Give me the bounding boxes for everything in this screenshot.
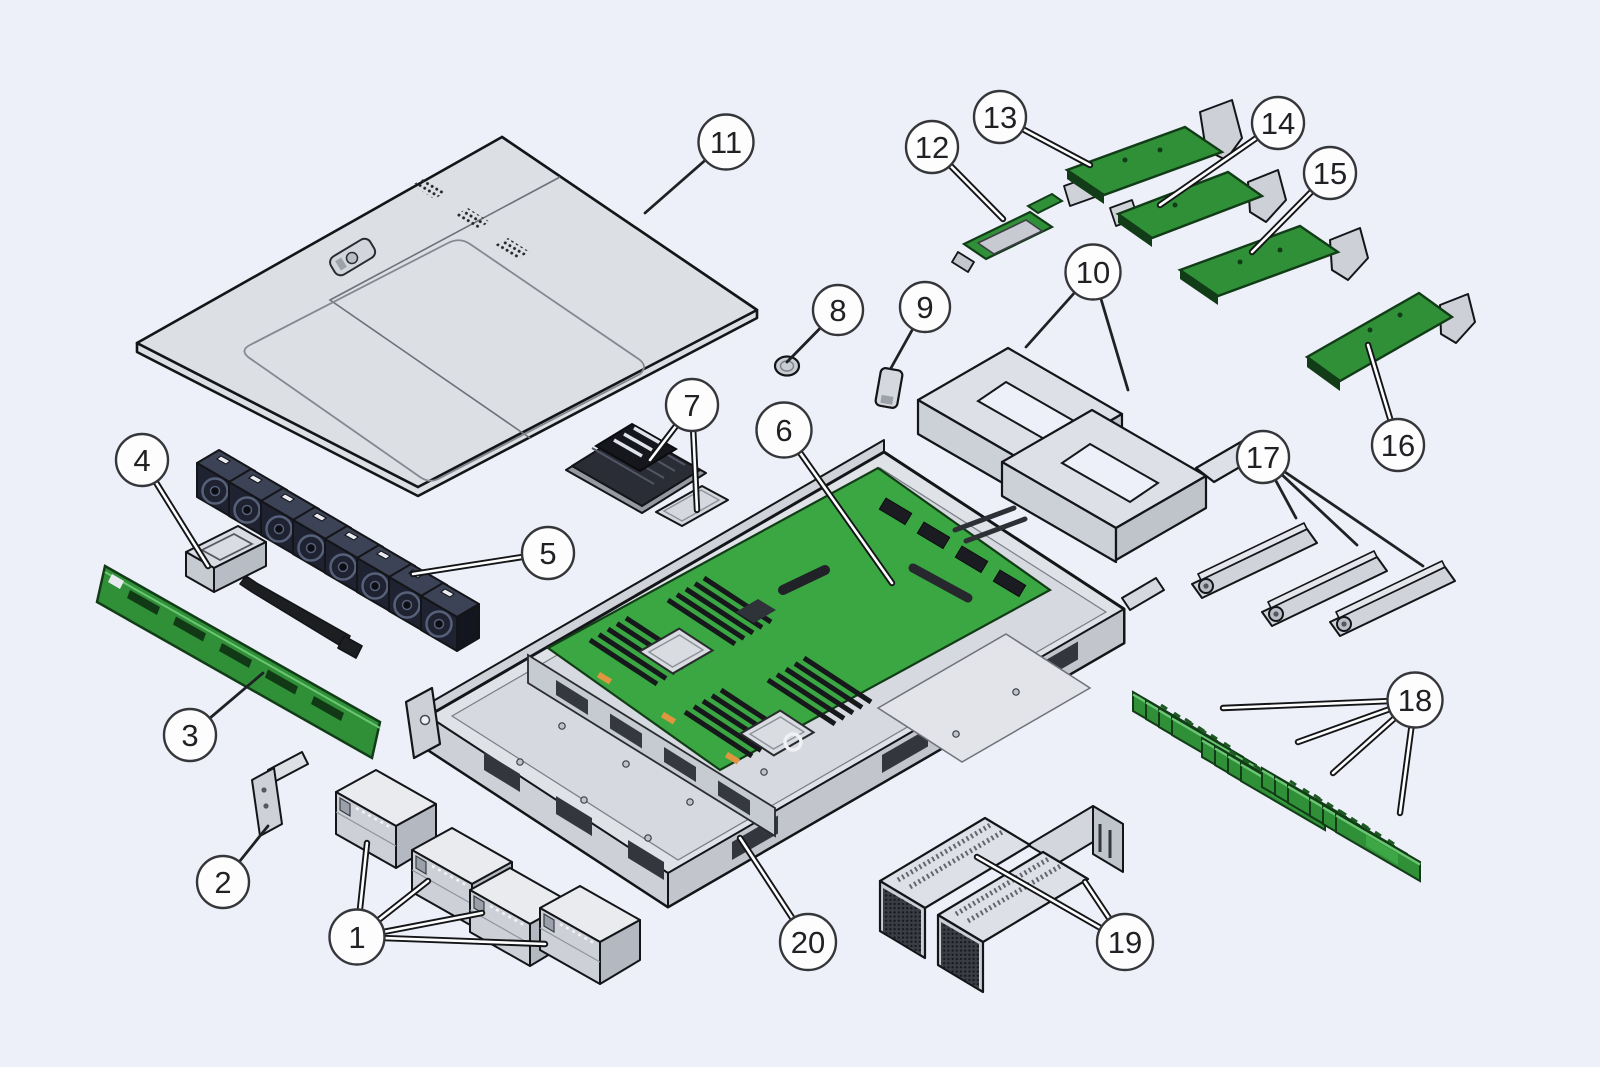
callout-4: 4 bbox=[114, 432, 170, 488]
callout-3-number: 3 bbox=[181, 718, 198, 753]
callout-18-number: 18 bbox=[1398, 683, 1432, 718]
callout-6: 6 bbox=[755, 401, 813, 459]
callout-14: 14 bbox=[1250, 95, 1306, 151]
cover-vents bbox=[412, 178, 530, 259]
dimm-modules bbox=[1131, 690, 1422, 883]
callout-20-number: 20 bbox=[791, 925, 825, 960]
processor bbox=[655, 485, 729, 527]
callout-12-number: 12 bbox=[915, 130, 949, 165]
callout-12: 12 bbox=[904, 119, 960, 175]
motherboard bbox=[545, 466, 1053, 772]
heatsink bbox=[565, 422, 707, 514]
callout-1: 1 bbox=[328, 908, 386, 966]
pcie-card-13 bbox=[1063, 99, 1243, 207]
mounting-bracket bbox=[251, 751, 309, 837]
callout-5: 5 bbox=[520, 525, 576, 581]
callout-16: 16 bbox=[1370, 417, 1426, 473]
callout-1-number: 1 bbox=[348, 920, 365, 955]
callout-14-number: 14 bbox=[1261, 106, 1295, 141]
callout-11-number: 11 bbox=[710, 125, 742, 160]
chassis bbox=[404, 439, 1165, 909]
rear-io-connectors bbox=[878, 497, 1028, 603]
callout-3: 3 bbox=[162, 707, 218, 763]
callout-13: 13 bbox=[972, 89, 1028, 145]
callout-2-number: 2 bbox=[214, 865, 231, 900]
card-rails bbox=[1191, 522, 1456, 637]
small-module bbox=[874, 367, 904, 409]
callout-20: 20 bbox=[778, 912, 838, 972]
callout-5-number: 5 bbox=[539, 536, 556, 571]
callout-15: 15 bbox=[1302, 145, 1358, 201]
pcie-card-16 bbox=[1304, 291, 1476, 391]
callout-19: 19 bbox=[1095, 912, 1155, 972]
pcie-card-14 bbox=[1109, 169, 1287, 247]
pcie-card-15 bbox=[1177, 224, 1369, 305]
callout-6-number: 6 bbox=[775, 413, 792, 448]
callout-10: 10 bbox=[1064, 243, 1122, 301]
chassis-ear bbox=[404, 686, 442, 760]
callout-11: 11 bbox=[697, 113, 755, 171]
callout-8-number: 8 bbox=[829, 293, 846, 328]
callout-13-number: 13 bbox=[983, 100, 1017, 135]
callout-19-number: 19 bbox=[1108, 925, 1142, 960]
callout-9-number: 9 bbox=[916, 290, 933, 325]
callout-4-number: 4 bbox=[133, 443, 150, 478]
callout-15-number: 15 bbox=[1313, 156, 1347, 191]
retainer-module bbox=[185, 525, 363, 659]
callout-17-number: 17 bbox=[1246, 440, 1280, 475]
battery bbox=[773, 355, 801, 377]
callout-16-number: 16 bbox=[1381, 428, 1415, 463]
callout-7-number: 7 bbox=[683, 388, 700, 423]
callout-10-number: 10 bbox=[1076, 255, 1110, 290]
callout-8: 8 bbox=[811, 283, 865, 337]
mid-wall bbox=[527, 653, 776, 838]
cover-latch bbox=[329, 237, 377, 277]
top-cover bbox=[135, 135, 759, 498]
power-supplies bbox=[880, 805, 1124, 992]
callout-2: 2 bbox=[195, 854, 251, 910]
callout-17: 17 bbox=[1235, 429, 1291, 485]
callouts: 1 2 3 4 5 6 7 8 9 10 11 12 13 14 15 16 1… bbox=[114, 89, 1444, 972]
riser-card bbox=[951, 192, 1064, 273]
drive-backplane bbox=[95, 564, 382, 760]
callout-7: 7 bbox=[664, 377, 720, 433]
callout-18: 18 bbox=[1386, 671, 1444, 729]
callout-9: 9 bbox=[898, 280, 952, 334]
